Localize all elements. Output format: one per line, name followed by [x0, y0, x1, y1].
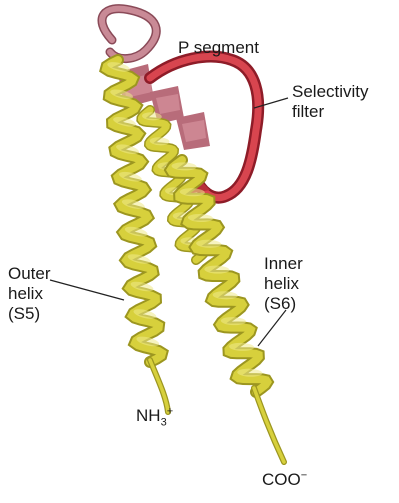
n-terminus-base: NH — [136, 406, 161, 425]
inner-helix-label-line3: (S6) — [264, 294, 303, 314]
inner-helix-label-line1: Inner — [264, 254, 303, 274]
outer-helix-label-line1: Outer — [8, 264, 51, 284]
n-terminus-subscript: 3 — [161, 416, 167, 428]
inner-helix-label-line2: helix — [264, 274, 303, 294]
inner-helix-leader — [258, 310, 286, 346]
p-segment-label: P segment — [178, 38, 259, 58]
n-terminus-label: NH3+ — [136, 406, 173, 426]
c-terminus-base: COO — [262, 470, 301, 489]
selectivity-filter-label-line2: filter — [292, 102, 369, 122]
p-segment-turret-loop — [102, 9, 156, 59]
n-terminus-superscript: + — [167, 405, 173, 417]
outer-helix-label-line2: helix — [8, 284, 51, 304]
outer-helix-label-line3: (S5) — [8, 304, 51, 324]
outer-helix-leader — [50, 280, 124, 300]
c-terminus-superscript: − — [301, 469, 307, 481]
selectivity-filter-label-line1: Selectivity — [292, 82, 369, 102]
outer-helix-label: Outer helix (S5) — [8, 264, 51, 324]
selectivity-filter-label: Selectivity filter — [292, 82, 369, 122]
c-terminus-label: COO− — [262, 470, 307, 490]
inner-helix-label: Inner helix (S6) — [264, 254, 303, 314]
